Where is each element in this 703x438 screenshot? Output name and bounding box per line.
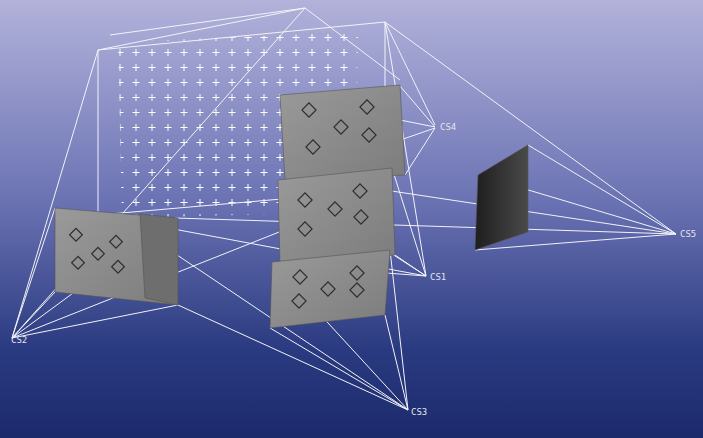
camera-label: CS2 — [11, 336, 27, 345]
diamond-markers — [70, 100, 376, 308]
camera-label: CS3 — [411, 408, 427, 417]
calibration-planes — [55, 85, 528, 328]
camera-label: CS5 — [680, 230, 696, 239]
frustum-lines — [12, 8, 676, 410]
camera-label: CS1 — [430, 273, 446, 282]
camera-label: CS4 — [440, 123, 456, 132]
